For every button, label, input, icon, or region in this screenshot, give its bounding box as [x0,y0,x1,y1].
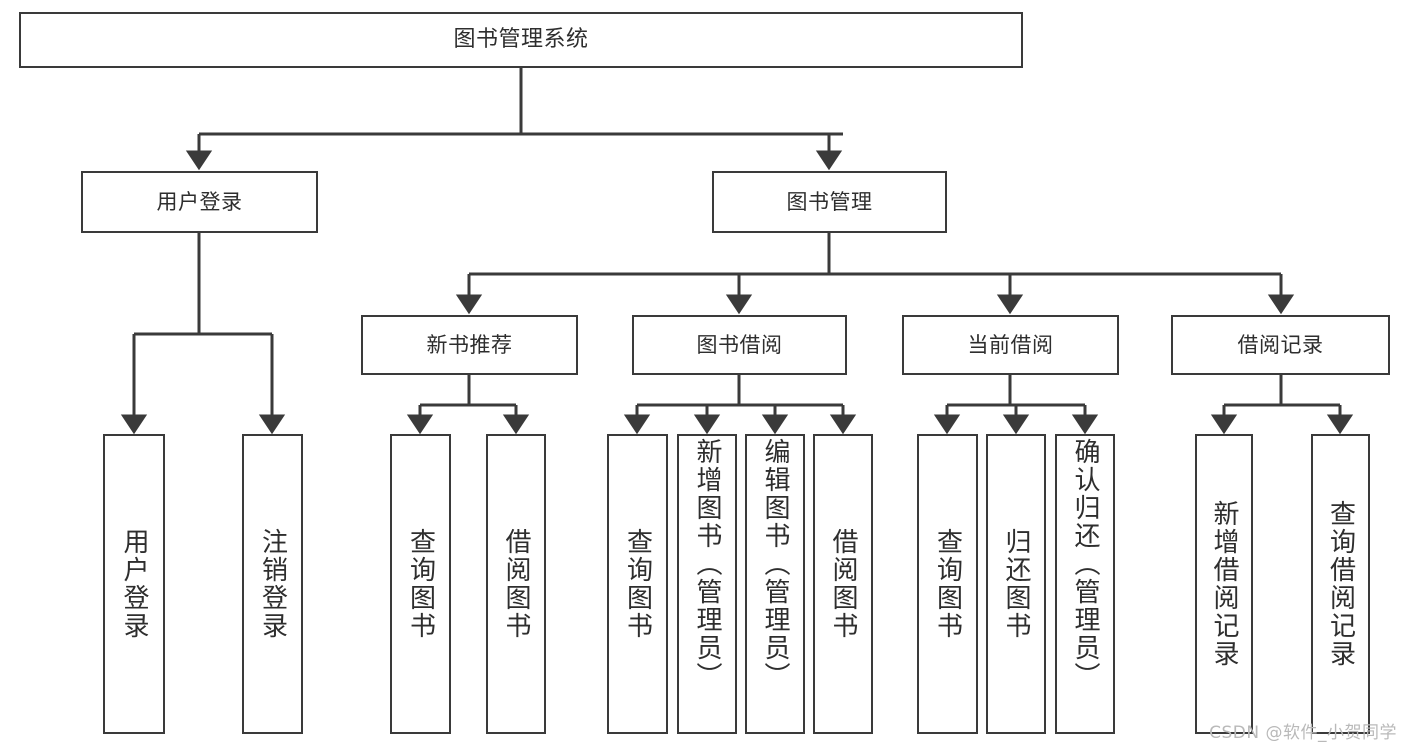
node-root-system[interactable]: 图书管理系统 [19,12,1023,68]
node-book-management[interactable]: 图书管理 [712,171,947,233]
node-borrow-record[interactable]: 借阅记录 [1171,315,1390,375]
node-label: 确认归还（管理员） [1070,438,1101,690]
leaf-current-return-book[interactable]: 归还图书 [986,434,1046,734]
node-book-borrow[interactable]: 图书借阅 [632,315,847,375]
leaf-borrow-query-book[interactable]: 查询图书 [607,434,668,734]
leaf-record-query-record[interactable]: 查询借阅记录 [1311,434,1370,734]
node-label: 编辑图书（管理员） [760,438,791,690]
node-label: 新增借阅记录 [1209,500,1240,668]
node-label: 查询图书 [405,528,436,640]
node-label: 图书借阅 [696,332,783,357]
node-label: 查询借阅记录 [1325,500,1356,668]
node-label: 归还图书 [1001,528,1032,640]
watermark: CSDN @软件_小贺同学 [1209,723,1397,743]
node-label: 注销登录 [257,528,288,640]
node-label: 查询图书 [932,528,963,640]
leaf-current-query-book[interactable]: 查询图书 [917,434,978,734]
node-label: 图书管理 [786,189,873,214]
leaf-record-add-record[interactable]: 新增借阅记录 [1195,434,1253,734]
leaf-recommend-borrow-book[interactable]: 借阅图书 [486,434,546,734]
node-label: 图书管理系统 [453,27,589,52]
node-label: 查询图书 [622,528,653,640]
leaf-borrow-edit-book[interactable]: 编辑图书（管理员） [745,434,805,734]
leaf-current-confirm-return[interactable]: 确认归还（管理员） [1055,434,1115,734]
leaf-user-login-login[interactable]: 用户登录 [103,434,165,734]
node-label: 借阅图书 [828,528,859,640]
node-new-book-recommend[interactable]: 新书推荐 [361,315,578,375]
node-label: 用户登录 [156,189,243,214]
node-label: 新书推荐 [426,332,513,357]
leaf-recommend-query-book[interactable]: 查询图书 [390,434,451,734]
leaf-borrow-borrow-book[interactable]: 借阅图书 [813,434,873,734]
node-current-borrow[interactable]: 当前借阅 [902,315,1119,375]
node-label: 当前借阅 [967,332,1054,357]
node-label: 借阅图书 [501,528,532,640]
node-label: 新增图书（管理员） [692,438,723,690]
node-label: 借阅记录 [1237,332,1324,357]
leaf-user-login-logout[interactable]: 注销登录 [242,434,303,734]
node-label: 用户登录 [119,528,150,640]
leaf-borrow-add-book[interactable]: 新增图书（管理员） [677,434,737,734]
node-user-login[interactable]: 用户登录 [81,171,318,233]
